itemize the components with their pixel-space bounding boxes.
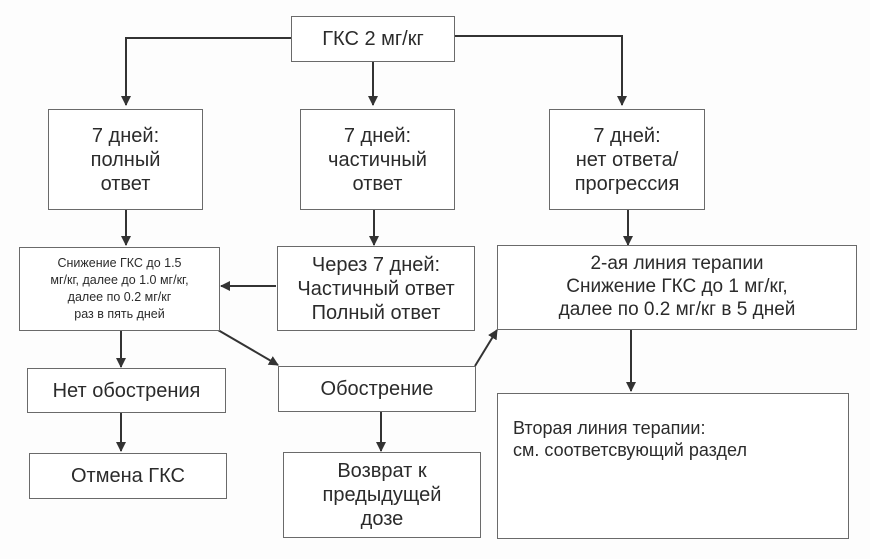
arrow-taper-to-flare <box>217 329 279 366</box>
arrow-flare-to-second-line <box>474 329 498 367</box>
node-label: Через 7 дней: Частичный ответ Полный отв… <box>297 253 455 324</box>
node-return-previous-dose: Возврат к предыдущей дозе <box>283 452 481 538</box>
node-label: Вторая линия терапии: см. соответсвующий… <box>513 418 747 460</box>
node-partial-response: 7 дней: частичный ответ <box>300 109 455 210</box>
node-second-line-reference: Вторая линия терапии: см. соответсвующий… <box>497 393 849 539</box>
node-label: Снижение ГКС до 1.5 мг/кг, далее до 1.0 … <box>50 256 189 321</box>
node-label: Отмена ГКС <box>70 465 185 487</box>
node-gcs-taper: Снижение ГКС до 1.5 мг/кг, далее до 1.0 … <box>19 247 220 331</box>
node-second-line-therapy: 2-ая линия терапии Снижение ГКС до 1 мг/… <box>497 245 857 330</box>
node-label: 7 дней: частичный ответ <box>328 124 427 195</box>
node-label: Возврат к предыдущей дозе <box>322 460 442 530</box>
node-flare: Обострение <box>278 366 476 412</box>
node-label: 7 дней: нет ответа/ прогрессия <box>574 124 680 195</box>
node-label: Обострение <box>320 378 434 400</box>
node-label: ГКС 2 мг/кг <box>322 28 424 50</box>
node-gcs-2mgkg: ГКС 2 мг/кг <box>291 16 455 62</box>
arrow-title-to-no-response <box>455 35 627 106</box>
arrow-title-to-full-response <box>121 37 291 106</box>
node-label: Нет обострения <box>52 379 201 402</box>
node-label: 2-ая линия терапии Снижение ГКС до 1 мг/… <box>558 253 796 320</box>
node-full-response: 7 дней: полный ответ <box>48 109 203 210</box>
node-stop-gcs: Отмена ГКС <box>29 453 227 499</box>
node-after-7-days: Через 7 дней: Частичный ответ Полный отв… <box>277 246 475 331</box>
node-no-flare: Нет обострения <box>27 368 226 413</box>
node-no-response: 7 дней: нет ответа/ прогрессия <box>549 109 705 210</box>
node-label: 7 дней: полный ответ <box>90 124 161 195</box>
